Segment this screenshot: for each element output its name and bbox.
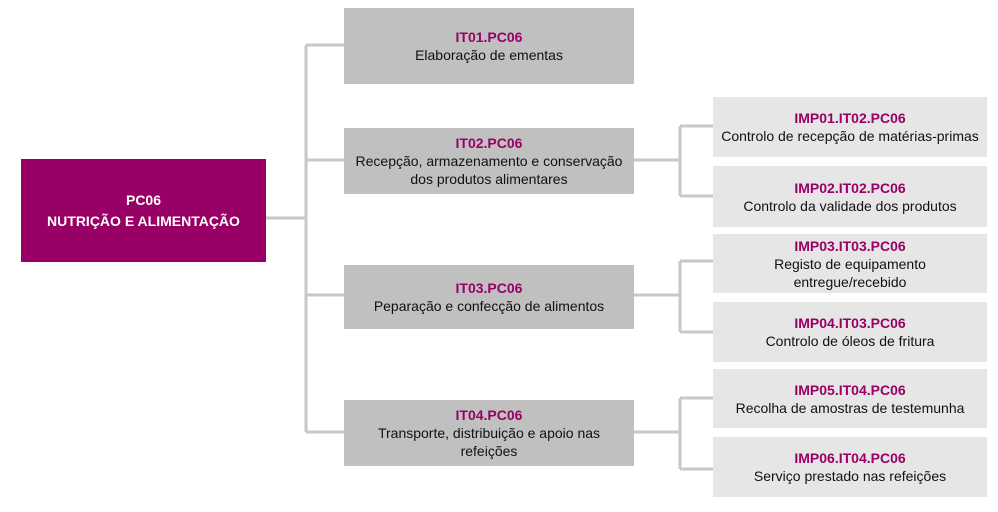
record-node-imp01: IMP01.IT02.PC06 Controlo de recepção de … — [713, 97, 987, 157]
record-node-imp03: IMP03.IT03.PC06 Registo de equipamento e… — [713, 234, 987, 293]
record-node-imp05: IMP05.IT04.PC06 Recolha de amostras de t… — [713, 369, 987, 428]
record-title: Controlo de óleos de fritura — [765, 333, 935, 349]
instruction-node-it04: IT04.PC06 Transporte, distribuição e apo… — [344, 400, 634, 466]
instruction-code: IT03.PC06 — [455, 280, 523, 296]
instruction-title: Elaboração de ementas — [415, 47, 563, 63]
instruction-title: Transporte, distribuição e apoio nas ref… — [377, 425, 601, 459]
record-node-imp04: IMP04.IT03.PC06 Controlo de óleos de fri… — [713, 302, 987, 362]
record-title: Registo de equipamento entregue/recebido — [774, 255, 926, 290]
record-code: IMP03.IT03.PC06 — [794, 237, 906, 254]
record-code: IMP05.IT04.PC06 — [794, 381, 906, 398]
instruction-code: IT04.PC06 — [455, 407, 523, 423]
instruction-node-it02: IT02.PC06 Recepção, armazenamento e cons… — [344, 128, 634, 194]
instruction-title: Peparação e confecção de alimentos — [373, 298, 605, 314]
record-node-imp06: IMP06.IT04.PC06 Serviço prestado nas ref… — [713, 437, 987, 497]
record-code: IMP06.IT04.PC06 — [794, 450, 906, 466]
root-code: PC06 — [125, 191, 162, 208]
instruction-code: IT02.PC06 — [455, 135, 523, 151]
instruction-node-it01: IT01.PC06 Elaboração de ementas — [344, 8, 634, 84]
record-code: IMP04.IT03.PC06 — [794, 315, 906, 331]
record-node-imp02: IMP02.IT02.PC06 Controlo da validade dos… — [713, 166, 987, 227]
root-title: NUTRIÇÃO E ALIMENTAÇÃO — [47, 212, 240, 229]
record-title: Serviço prestado nas refeições — [753, 468, 947, 484]
record-code: IMP01.IT02.PC06 — [794, 110, 906, 126]
record-title: Controlo de recepção de matérias-primas — [721, 128, 979, 144]
record-code: IMP02.IT02.PC06 — [794, 179, 906, 196]
root-node: PC06 NUTRIÇÃO E ALIMENTAÇÃO — [21, 159, 266, 262]
record-title: Recolha de amostras de testemunha — [735, 399, 965, 416]
instruction-code: IT01.PC06 — [455, 29, 523, 45]
record-title: Controlo da validade dos produtos — [743, 197, 957, 214]
instruction-title: Recepção, armazenamento e conservação do… — [355, 153, 623, 187]
instruction-node-it03: IT03.PC06 Peparação e confecção de alime… — [344, 265, 634, 329]
